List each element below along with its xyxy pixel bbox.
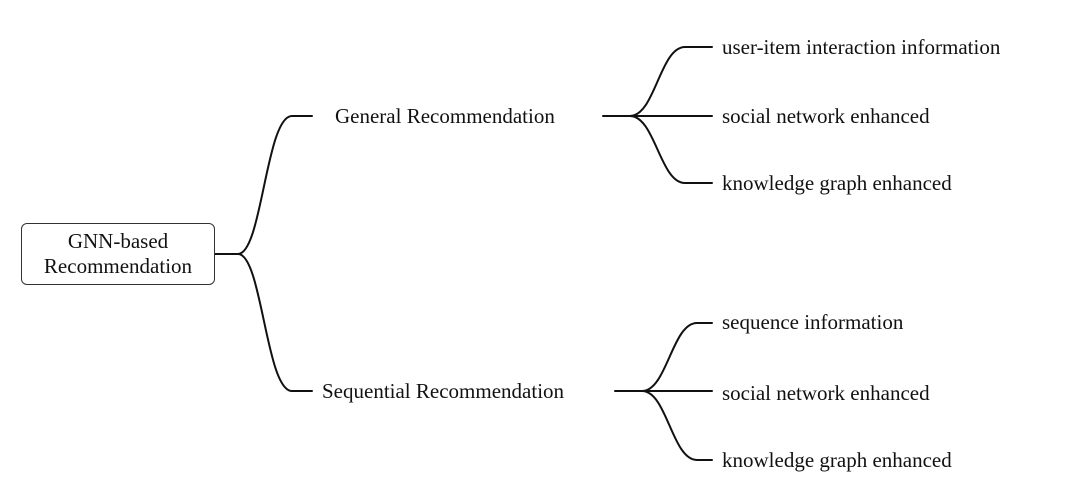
connector-sequential-child-3 xyxy=(635,390,713,461)
connector-sequential-child-1 xyxy=(635,322,713,392)
connector-general-child-3 xyxy=(622,115,713,184)
leaf-general-user-item-interaction: user-item interaction information xyxy=(722,35,1001,59)
leaf-sequential-knowledge-graph: knowledge graph enhanced xyxy=(722,448,952,472)
branch-general-recommendation: General Recommendation xyxy=(335,104,555,128)
connector-root-to-general xyxy=(214,115,313,255)
leaf-sequential-sequence-information: sequence information xyxy=(722,310,904,334)
root-node: GNN-based Recommendation xyxy=(21,223,215,285)
root-node-line-1: GNN-based xyxy=(67,229,169,253)
connector-general-child-1 xyxy=(622,46,713,117)
root-node-line-2: Recommendation xyxy=(43,254,193,278)
leaf-general-social-network: social network enhanced xyxy=(722,104,930,128)
connector-root-to-sequential xyxy=(214,253,313,392)
branch-sequential-recommendation: Sequential Recommendation xyxy=(322,379,565,403)
leaf-sequential-social-network: social network enhanced xyxy=(722,381,930,405)
leaf-general-knowledge-graph: knowledge graph enhanced xyxy=(722,171,952,195)
